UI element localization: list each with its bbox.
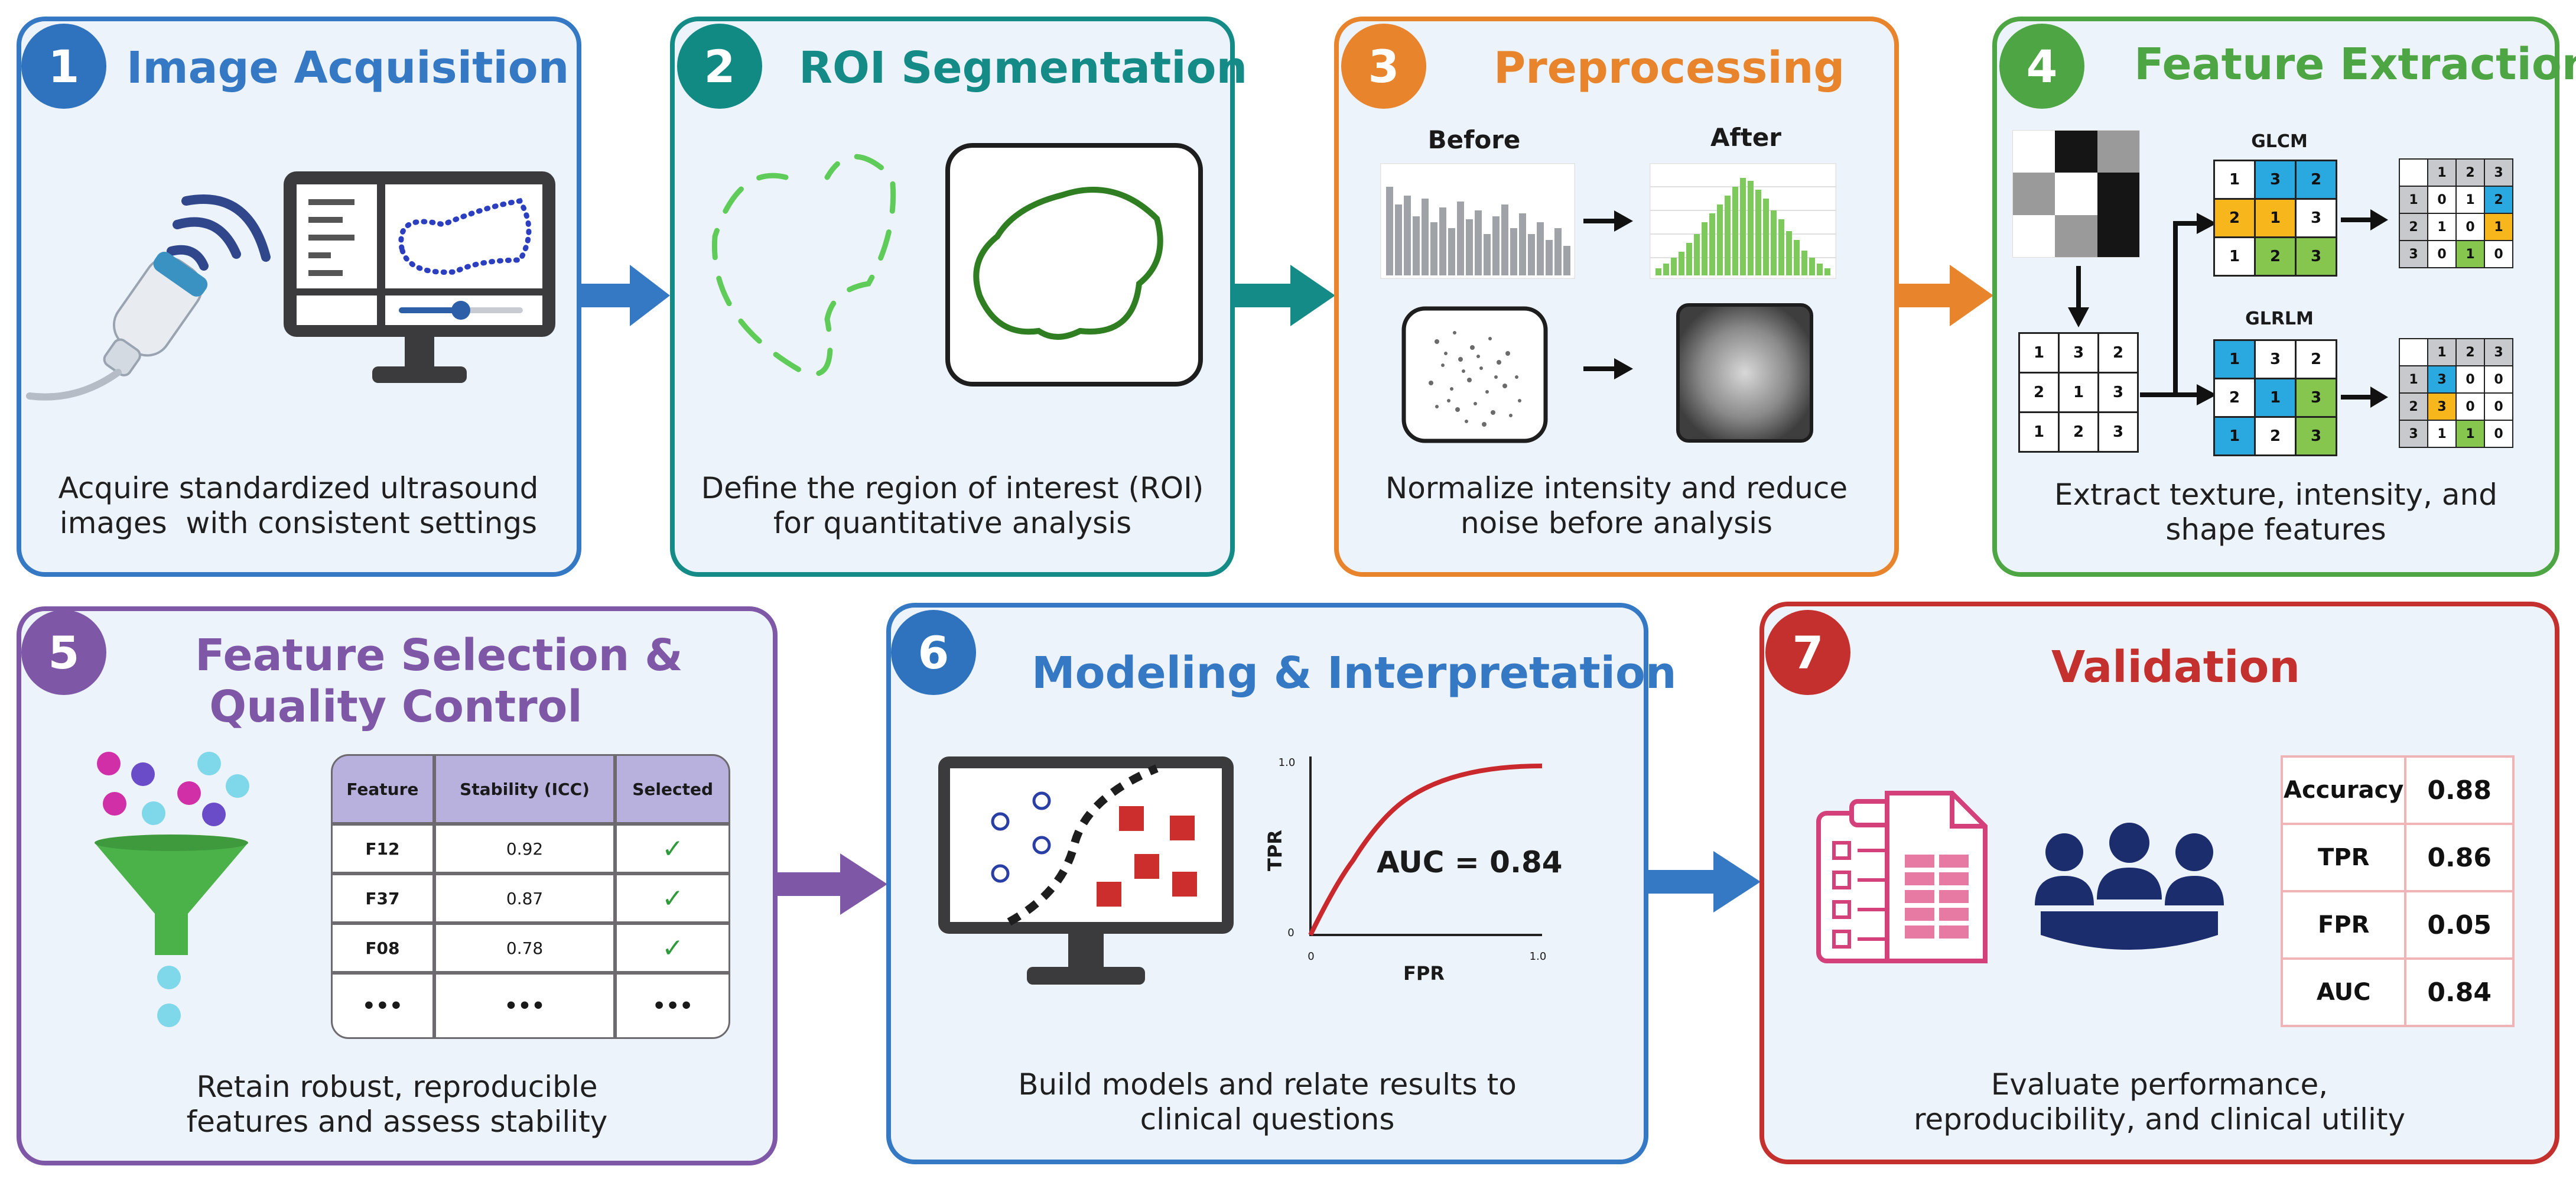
table-cell: F37 [331, 873, 434, 923]
histogram-after-icon [1650, 163, 1836, 279]
noisy-image-icon [1401, 306, 1548, 443]
roc-x-tick-right: 1.0 [1529, 950, 1547, 963]
metrics-table: Accuracy 0.88 TPR 0.86 FPR 0.05 AUC 0.84 [2280, 755, 2515, 1027]
panel-title: Feature Selection & Quality Control [195, 630, 683, 733]
table-cell: 0.78 [434, 923, 616, 973]
panel-title: Image Acquisition [126, 43, 570, 93]
table-cell: 0.92 [434, 824, 616, 873]
metric-label: AUC [2280, 957, 2407, 1027]
check-icon: ✓ [615, 824, 730, 873]
metric-value: 0.88 [2404, 755, 2515, 825]
metric-label: Accuracy [2280, 755, 2407, 825]
table-cell: F12 [331, 824, 434, 873]
panel-title: Preprocessing [1494, 43, 1845, 93]
feature-table: Feature Stability (ICC) Selected F12 0.9… [331, 754, 730, 1039]
step-badge-4: 4 [1999, 24, 2084, 109]
flow-arrow-right [1645, 851, 1761, 913]
step-badge-3: 3 [1341, 24, 1426, 109]
panel-title: ROI Segmentation [799, 43, 1248, 93]
metric-label: TPR [2280, 823, 2407, 892]
roc-curve-chart [1308, 756, 1543, 936]
step-badge-6: 6 [891, 610, 976, 695]
panel-description: Retain robust, reproducible features and… [186, 1070, 608, 1139]
arrow-right-icon [1583, 358, 1633, 379]
metric-value: 0.84 [2404, 957, 2515, 1027]
table-header: Feature [331, 754, 434, 824]
table-cell: ••• [615, 973, 730, 1039]
roc-y-tick-top: 1.0 [1278, 756, 1296, 769]
dashed-outline-icon [711, 154, 896, 377]
auc-label: AUC = 0.84 [1377, 845, 1563, 879]
panel-title: Feature Extraction [2134, 39, 2576, 90]
flow-arrow-right [578, 265, 670, 326]
denoised-image-icon [1676, 303, 1813, 443]
roc-y-label: TPR [1264, 830, 1286, 871]
table-cell: F08 [331, 923, 434, 973]
grayscale-image-icon [2012, 130, 2140, 258]
metric-value: 0.86 [2404, 823, 2515, 892]
glcm-label: GLCM [2251, 131, 2308, 152]
step-badge-1: 1 [21, 24, 106, 109]
roc-x-label: FPR [1403, 962, 1445, 985]
branch-arrows-icon [2140, 213, 2217, 405]
table-header: Selected [615, 754, 730, 824]
roc-x-tick-left: 0 [1307, 950, 1315, 963]
team-meeting-icon [2035, 823, 2224, 950]
roc-y-tick-bottom: 0 [1287, 927, 1294, 939]
arrow-right-icon [2341, 387, 2388, 408]
after-label: After [1710, 123, 1782, 152]
metric-value: 0.05 [2404, 890, 2515, 960]
arrow-right-icon [1583, 210, 1633, 232]
arrow-right-icon [2341, 209, 2388, 230]
table-header: Stability (ICC) [434, 754, 616, 824]
roi-contour-icon [945, 143, 1203, 387]
flow-arrow-right [774, 853, 887, 915]
panel-description: Normalize intensity and reduce noise bef… [1385, 471, 1848, 540]
histogram-before-icon [1380, 163, 1575, 279]
classifier-monitor-icon [938, 756, 1234, 985]
clipboard-report-icon [1816, 791, 1988, 963]
panel-description: Extract texture, intensity, and shape fe… [2054, 478, 2497, 547]
metric-label: FPR [2280, 890, 2407, 960]
step-badge-7: 7 [1765, 610, 1850, 695]
table-cell: 0.87 [434, 873, 616, 923]
before-label: Before [1427, 125, 1521, 154]
panel-description: Acquire standardized ultrasound images w… [58, 471, 539, 540]
funnel-icon [95, 752, 249, 1027]
table-cell: ••• [434, 973, 616, 1039]
check-icon: ✓ [615, 923, 730, 973]
panel-title: Modeling & Interpretation [1032, 648, 1677, 699]
flow-arrow-right [1231, 265, 1335, 326]
table-cell: ••• [331, 973, 434, 1039]
flow-arrow-right [1895, 265, 1993, 326]
monitor-icon [284, 171, 555, 383]
glrlm-label: GLRLM [2245, 309, 2314, 329]
panel-description: Evaluate performance, reproducibility, a… [1913, 1067, 2406, 1136]
panel-description: Define the region of interest (ROI) for … [701, 471, 1204, 540]
step-badge-5: 5 [21, 610, 106, 695]
ultrasound-probe-icon [26, 194, 271, 401]
roc-curve [1308, 764, 1543, 936]
panel-description: Build models and relate results to clini… [1018, 1067, 1517, 1136]
arrow-down-icon [2068, 266, 2089, 327]
step-badge-2: 2 [677, 24, 762, 109]
panel-preprocessing [1334, 17, 1899, 577]
panel-feature-extraction [1992, 17, 2559, 577]
check-icon: ✓ [615, 873, 730, 923]
panel-title: Validation [2051, 642, 2301, 693]
